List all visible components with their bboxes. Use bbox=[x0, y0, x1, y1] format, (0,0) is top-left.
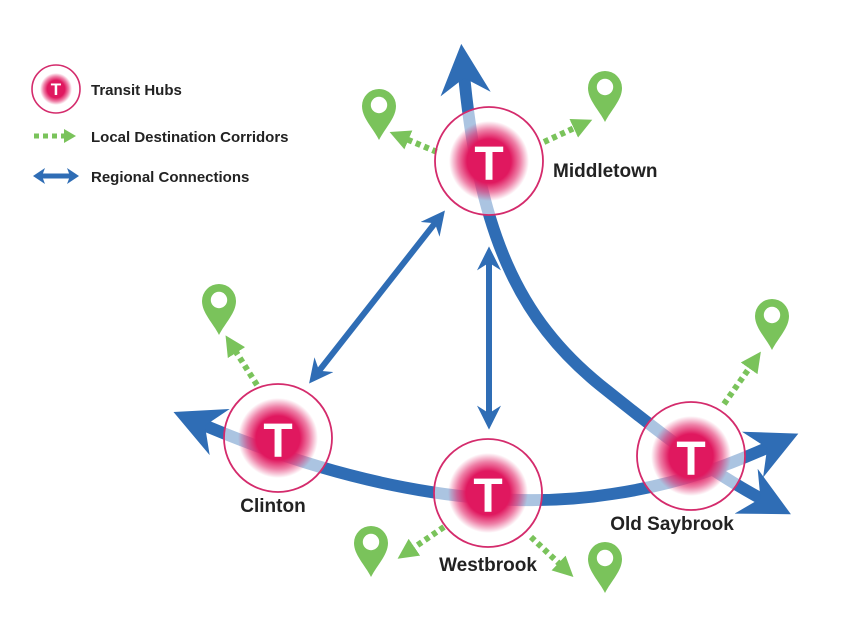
legend-local-corridors-label: Local Destination Corridors bbox=[91, 129, 289, 146]
local-corridors bbox=[225, 119, 761, 577]
location-pin-icon bbox=[588, 71, 622, 122]
regional-link-middletown-clinton bbox=[309, 210, 445, 384]
hub-old-saybrook-name: Old Saybrook bbox=[610, 514, 734, 535]
double-arrow-icon bbox=[33, 168, 79, 184]
hub-westbrook-letter: T bbox=[473, 470, 502, 523]
legend-hub-icon: T bbox=[31, 64, 81, 114]
hub-westbrook-name: Westbrook bbox=[439, 555, 537, 576]
legend-transit-hubs-label: Transit Hubs bbox=[91, 82, 182, 99]
hub-clinton-name: Clinton bbox=[240, 496, 305, 517]
corridor-clinton bbox=[225, 335, 260, 387]
hub-middletown: T bbox=[434, 106, 544, 216]
corridor-middletown-west bbox=[389, 130, 439, 155]
location-pin-icon bbox=[354, 526, 388, 577]
location-pin-icon bbox=[588, 542, 622, 593]
corridor-old-saybrook bbox=[721, 351, 761, 406]
location-pin-icon bbox=[755, 299, 789, 350]
hub-old-saybrook: T bbox=[636, 401, 746, 511]
legend-hub-letter: T bbox=[51, 80, 62, 99]
legend: T Transit Hubs Local Destination Corrido… bbox=[31, 64, 289, 186]
location-pin-icon bbox=[362, 89, 396, 140]
hub-middletown-letter: T bbox=[474, 138, 503, 191]
hub-clinton: T bbox=[223, 383, 333, 493]
hub-westbrook: T bbox=[433, 438, 543, 548]
corridor-middletown-east bbox=[542, 119, 593, 145]
corridor-westbrook-east bbox=[528, 534, 574, 577]
corridor-westbrook-west bbox=[397, 524, 446, 559]
dotted-arrow-icon bbox=[34, 129, 76, 143]
hub-middletown-name: Middletown bbox=[553, 161, 657, 182]
hub-clinton-letter: T bbox=[263, 415, 292, 468]
hub-old-saybrook-letter: T bbox=[676, 433, 705, 486]
legend-regional-connections-label: Regional Connections bbox=[91, 169, 249, 186]
location-pin-icon bbox=[202, 284, 236, 335]
